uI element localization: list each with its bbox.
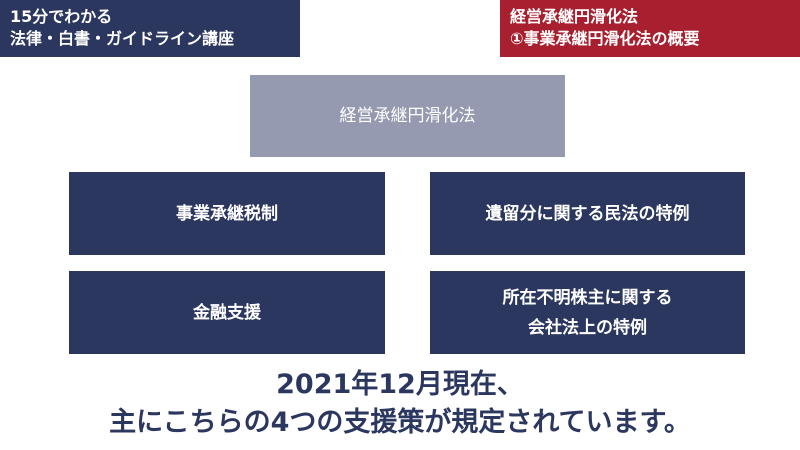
course-badge-line-2: 法律・白書・ガイドライン講座 — [10, 29, 235, 48]
support-measure-label-line-2: 会社法上の特例 — [528, 317, 647, 338]
summary-text: 2021年12月現在、 主にこちらの4つの支援策が規定されています。 — [0, 366, 800, 442]
support-measure-box-civil-law: 遺留分に関する民法の特例 — [430, 172, 745, 255]
support-measure-label: 金融支援 — [193, 302, 261, 323]
topic-badge-line-2: ①事業承継円滑化法の概要 — [510, 29, 700, 48]
support-measure-label-line-1: 所在不明株主に関する — [502, 287, 673, 308]
summary-line-1: 2021年12月現在、 — [276, 369, 524, 400]
topic-badge: 経営承継円滑化法 ①事業承継円滑化法の概要 — [500, 0, 800, 57]
course-badge: 15分でわかる 法律・白書・ガイドライン講座 — [0, 0, 300, 57]
course-badge-line-1: 15分でわかる — [10, 7, 113, 26]
support-measure-box-finance: 金融支援 — [69, 271, 385, 354]
support-measure-label: 遺留分に関する民法の特例 — [485, 203, 690, 224]
support-measure-box-tax: 事業承継税制 — [69, 172, 385, 255]
summary-line-2: 主にこちらの4つの支援策が規定されています。 — [109, 407, 691, 438]
support-measure-label: 事業承継税制 — [176, 203, 278, 224]
diagram-root-label: 経営承継円滑化法 — [339, 106, 476, 126]
support-measure-box-company-law: 所在不明株主に関する 会社法上の特例 — [430, 271, 745, 354]
topic-badge-line-1: 経営承継円滑化法 — [510, 7, 639, 26]
diagram-root-box: 経営承継円滑化法 — [250, 75, 565, 157]
